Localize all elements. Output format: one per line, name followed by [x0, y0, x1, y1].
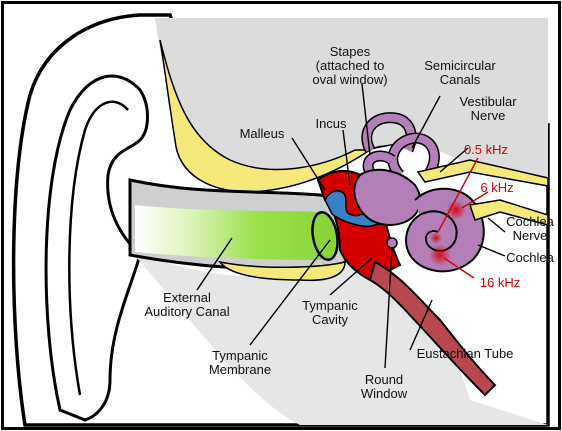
label-6khz: 6 kHz	[480, 180, 513, 195]
label-incus: Incus	[315, 116, 347, 131]
label-tympanic-cavity-line2: Cavity	[312, 312, 349, 327]
external-auditory-canal	[135, 205, 338, 260]
label-vestibular-line1: Vestibular	[459, 94, 517, 109]
round-window	[387, 238, 397, 248]
label-external-line2: Auditory Canal	[144, 304, 229, 319]
label-tympanic-membrane-line2: Membrane	[209, 362, 271, 377]
label-vestibular-line2: Nerve	[471, 108, 506, 123]
label-stapes-line2: (attached to	[316, 58, 385, 73]
label-malleus: Malleus	[240, 126, 285, 141]
label-round-window-line2: Window	[361, 386, 408, 401]
label-stapes-line1: Stapes	[330, 44, 371, 59]
spot-05khz	[430, 232, 442, 244]
label-external-line1: External	[163, 290, 211, 305]
label-cochlea: Cochlea	[506, 250, 554, 265]
label-stapes-line3: oval window)	[312, 72, 387, 87]
label-round-window-line1: Round	[365, 372, 403, 387]
label-cochlea-nerve-line2: Nerve	[513, 228, 548, 243]
label-semicircular-line2: Canals	[440, 72, 481, 87]
label-tympanic-membrane-line1: Tympanic	[212, 348, 268, 363]
label-16khz: 16 kHz	[480, 275, 520, 290]
spot-16khz	[429, 244, 451, 266]
label-tympanic-cavity-line1: Tympanic	[302, 298, 358, 313]
label-cochlea-nerve-line1: Cochlea	[506, 214, 554, 229]
label-semicircular-line1: Semicircular	[424, 58, 496, 73]
label-eustachian: Eustachian Tube	[417, 346, 514, 361]
label-05khz: 0.5 kHz	[464, 142, 508, 157]
spot-6khz	[446, 200, 466, 220]
